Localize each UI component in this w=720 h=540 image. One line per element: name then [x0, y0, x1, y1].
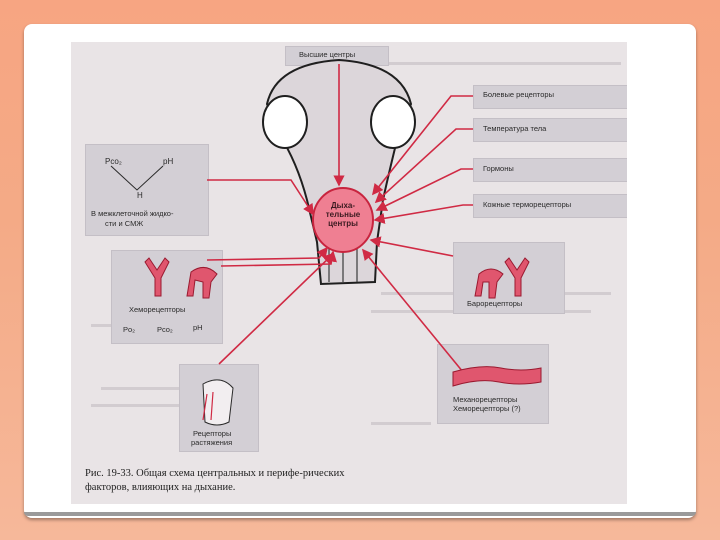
interstitial-fluid-label-line2: сти и СМЖ	[105, 219, 144, 228]
baroreceptors-label: Барорецепторы	[467, 299, 523, 308]
figure-caption: Рис. 19-33. Общая схема центральных и пе…	[85, 468, 345, 494]
body-temperature-box	[473, 118, 627, 142]
background-text-line	[101, 387, 181, 390]
background-text-line	[371, 422, 431, 425]
textbook-figure: Высшие центры Болевые рецепторы Температ…	[71, 42, 627, 504]
respiratory-center	[312, 187, 374, 253]
respiratory-centers-line2: тельные	[325, 209, 361, 219]
skin-thermoreceptors-box	[473, 194, 627, 218]
respiratory-centers-line1: Дыха-	[330, 201, 356, 210]
blood-vessel	[452, 366, 542, 387]
stretch-receptors-label-line1: Рецепторы	[193, 429, 232, 438]
mechanoreceptors-label: Механорецепторы	[453, 395, 518, 404]
aortic-arch-left	[186, 267, 218, 299]
diagram-drawing	[110, 58, 542, 426]
pco2-h-ph-lines	[110, 165, 164, 191]
chemoreceptors-q-label: Хеморецепторы (?)	[453, 404, 521, 413]
hormones-box	[473, 158, 627, 182]
pain-receptors-label: Болевые рецепторы	[483, 90, 554, 99]
interstitial-fluid-box	[85, 144, 209, 236]
background-text-line	[371, 62, 621, 65]
pco2-chemo-label: Pco₂	[157, 325, 173, 334]
pco2-label: Pco₂	[105, 157, 122, 166]
po2-label: Po₂	[123, 325, 136, 334]
arrow-interstitial-fluid	[207, 179, 314, 216]
stretch-receptors-label-line2: растяжения	[191, 438, 233, 447]
hormones-label: Гормоны	[483, 164, 514, 173]
ph-label: pH	[163, 157, 174, 166]
arrow-skin-thermoreceptors	[373, 204, 473, 224]
lung-nerve	[202, 391, 214, 421]
lung-sketch	[202, 379, 234, 426]
slide-bottom-edge	[24, 512, 696, 516]
brain-left-hemisphere	[262, 95, 308, 149]
background-text-line	[91, 404, 186, 407]
baroreceptors-box	[453, 242, 565, 314]
arrow-chemoreceptors-2	[206, 246, 328, 261]
h-label: H	[137, 191, 143, 200]
ph-chemo-label: pH	[193, 323, 203, 332]
respiratory-centers-line3: центры	[328, 218, 358, 228]
carotid-artery-left	[144, 257, 170, 297]
interstitial-fluid-label-line1: В межклеточной жидко-	[91, 209, 174, 218]
arrow-baroreceptors	[369, 236, 454, 257]
brain-right-hemisphere	[370, 95, 416, 149]
respiratory-centers-label: Дыха- тельные центры	[311, 201, 375, 228]
arrow-hormones	[375, 168, 473, 211]
chemoreceptors-label: Хеморецепторы	[129, 305, 186, 314]
higher-centers-label: Высшие центры	[299, 50, 356, 59]
body-temperature-label: Температура тела	[483, 124, 547, 133]
aortic-arch-right	[474, 268, 504, 299]
pain-receptors-box	[473, 85, 627, 109]
arrow-mechanoreceptors	[361, 248, 464, 373]
skin-thermoreceptors-label: Кожные терморецепторы	[483, 200, 572, 209]
carotid-artery-right	[504, 257, 530, 297]
arrow-body-temperature	[374, 128, 473, 204]
arrow-pain-receptors	[372, 95, 473, 196]
arrow-stretch-receptors	[218, 252, 335, 365]
